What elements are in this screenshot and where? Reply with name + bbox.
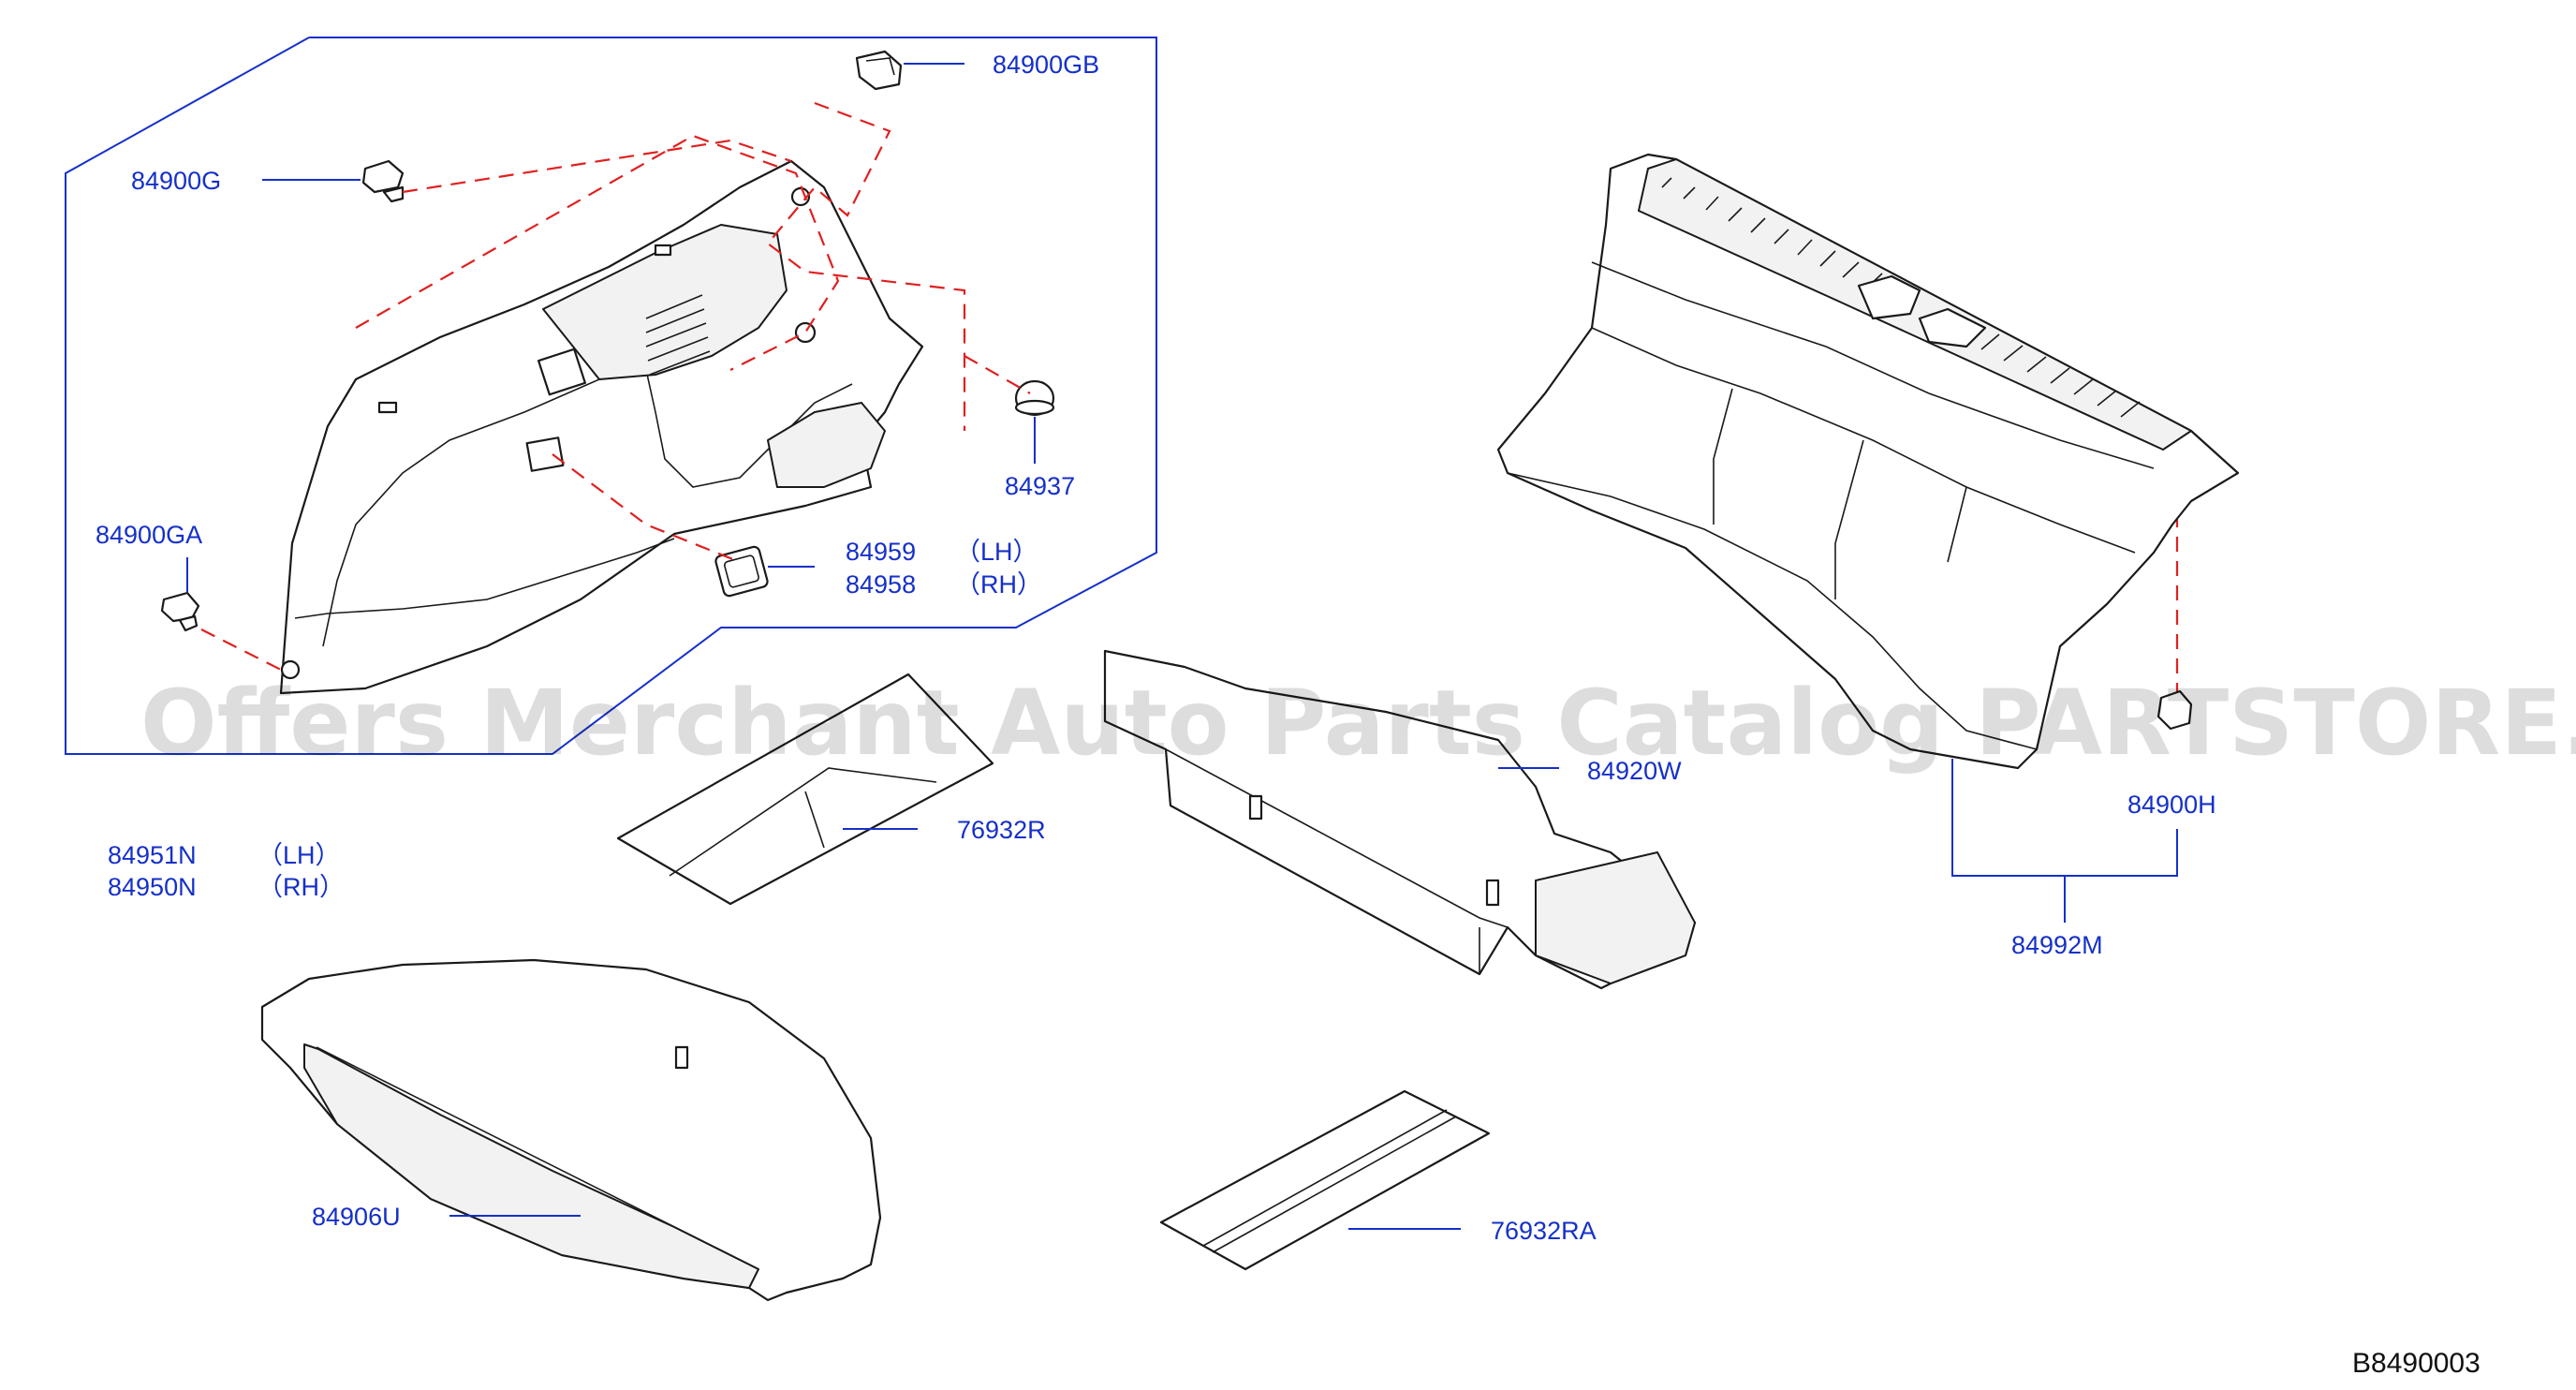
label-84900G: 84900G xyxy=(131,167,221,195)
clip-84900G xyxy=(361,159,405,203)
leader-lines xyxy=(186,63,2178,1230)
label-84951N-side: （LH） xyxy=(258,841,341,869)
label-84906U: 84906U xyxy=(312,1203,401,1231)
label-84950N: 84950N xyxy=(108,873,197,901)
label-84992M: 84992M xyxy=(2011,931,2103,959)
label-84920W: 84920W xyxy=(1587,757,1682,785)
clip-84900GA xyxy=(160,591,200,632)
floor-board-76932R xyxy=(616,673,994,906)
label-84937: 84937 xyxy=(1005,472,1075,500)
label-84959: 84959 xyxy=(846,538,916,566)
luggage-box-84920W xyxy=(1103,649,1697,990)
label-76932RA: 76932RA xyxy=(1491,1217,1597,1245)
label-84900GB: 84900GB xyxy=(993,51,1099,79)
rear-side-trim xyxy=(279,159,924,695)
drawing-code: B8490003 xyxy=(2352,1348,2480,1379)
label-84958-side: （RH） xyxy=(955,570,1042,599)
label-76932R: 76932R xyxy=(957,816,1046,844)
assembly-frame xyxy=(65,37,1157,755)
label-84900GA: 84900GA xyxy=(96,521,202,549)
clip-84900H xyxy=(2156,689,2193,731)
label-84900H: 84900H xyxy=(2127,791,2216,819)
tonneau-board-84906U xyxy=(260,958,882,1302)
assembly-links xyxy=(200,101,2179,712)
grommet-84937 xyxy=(1014,379,1055,417)
cap-84959 xyxy=(714,545,769,598)
part-labels: 84900GB 84900G 84937 84900GA 84959 （LH） … xyxy=(96,51,2216,1245)
label-84959-side: （LH） xyxy=(955,538,1038,566)
label-84958: 84958 xyxy=(846,570,916,599)
floor-board-76932RA xyxy=(1159,1089,1491,1271)
watermark-text: Offers Merchant Auto Parts Catalog PARTS… xyxy=(140,671,2576,776)
label-84950N-side: （RH） xyxy=(258,873,345,901)
rear-finisher-84992M xyxy=(1496,153,2240,770)
label-84951N: 84951N xyxy=(108,841,197,869)
clip-84900GB xyxy=(855,50,903,91)
